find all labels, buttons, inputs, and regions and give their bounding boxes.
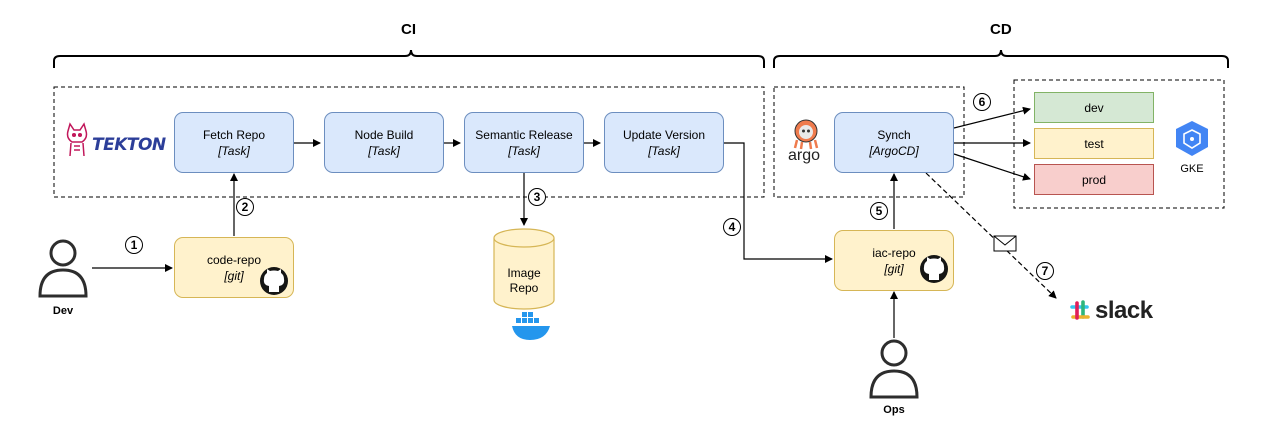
gke-hexagon-icon (1176, 121, 1208, 156)
task-fetch-repo[interactable]: Fetch Repo [Task] (174, 112, 294, 173)
ci-heading: CI (401, 21, 416, 38)
task-subtitle: [Task] (648, 143, 680, 158)
task-subtitle: [Task] (218, 143, 250, 158)
person-icon (38, 239, 88, 298)
gke-container (1013, 79, 1225, 209)
step-2-badge: 2 (236, 198, 254, 216)
dev-label: Dev (52, 305, 74, 317)
step-6-badge: 6 (973, 93, 991, 111)
github-icon (920, 255, 948, 283)
cd-container (773, 86, 965, 198)
arrow-synch-to-slack (925, 172, 1057, 299)
task-node-build[interactable]: Node Build [Task] (324, 112, 444, 173)
synch-argocd-box[interactable]: Synch [ArgoCD] (834, 112, 954, 173)
arrow-update-to-iac (724, 142, 833, 263)
synch-title: Synch (877, 127, 911, 142)
task-title: Fetch Repo (202, 127, 266, 142)
task-subtitle: [Task] (508, 143, 540, 158)
gke-label: GKE (1180, 163, 1204, 175)
image-repo-line1: Image (507, 266, 541, 280)
synch-subtitle: [ArgoCD] (869, 143, 919, 158)
step-1-badge: 1 (125, 236, 143, 254)
person-icon (869, 339, 919, 399)
cd-heading: CD (990, 21, 1012, 38)
step-7-badge: 7 (1036, 262, 1054, 280)
ci-brace (53, 49, 765, 68)
code-repo-title: code-repo (206, 253, 262, 267)
slack-logo: slack (1095, 297, 1153, 324)
tekton-cat-icon (66, 122, 88, 157)
task-update-version[interactable]: Update Version [Task] (604, 112, 724, 173)
argo-octopus-icon (793, 119, 819, 150)
ops-label: Ops (883, 404, 905, 416)
arrow-synch-to-prod (953, 153, 1031, 181)
step-4-badge: 4 (723, 218, 741, 236)
docker-whale-icon (512, 312, 550, 340)
env-dev[interactable]: dev (1034, 92, 1154, 123)
arrow-synch-to-dev (953, 106, 1031, 129)
step-3-badge: 3 (528, 188, 546, 206)
argo-logo: argo (788, 147, 821, 164)
task-title: Node Build (354, 127, 414, 142)
github-icon (260, 267, 288, 295)
env-test[interactable]: test (1034, 128, 1154, 159)
task-subtitle: [Task] (368, 143, 400, 158)
tekton-logo: TEKTON (92, 135, 166, 155)
task-semantic-release[interactable]: Semantic Release [Task] (464, 112, 584, 173)
env-prod[interactable]: prod (1034, 164, 1154, 195)
envelope-icon (993, 235, 1017, 252)
image-repo-line2: Repo (509, 281, 539, 295)
iac-repo-subtitle: [git] (884, 262, 904, 276)
code-repo-subtitle: [git] (224, 269, 244, 283)
iac-repo-title: iac-repo (872, 246, 916, 260)
image-repo-label: Image Repo (494, 266, 554, 296)
step-5-badge: 5 (870, 202, 888, 220)
connectors (92, 106, 1057, 338)
task-title: Semantic Release (475, 127, 573, 142)
task-title: Update Version (622, 127, 706, 142)
image-repo-cylinder (493, 228, 555, 310)
cd-brace (773, 49, 1229, 68)
slack-hash-icon (1070, 300, 1090, 320)
ci-container (53, 86, 765, 198)
